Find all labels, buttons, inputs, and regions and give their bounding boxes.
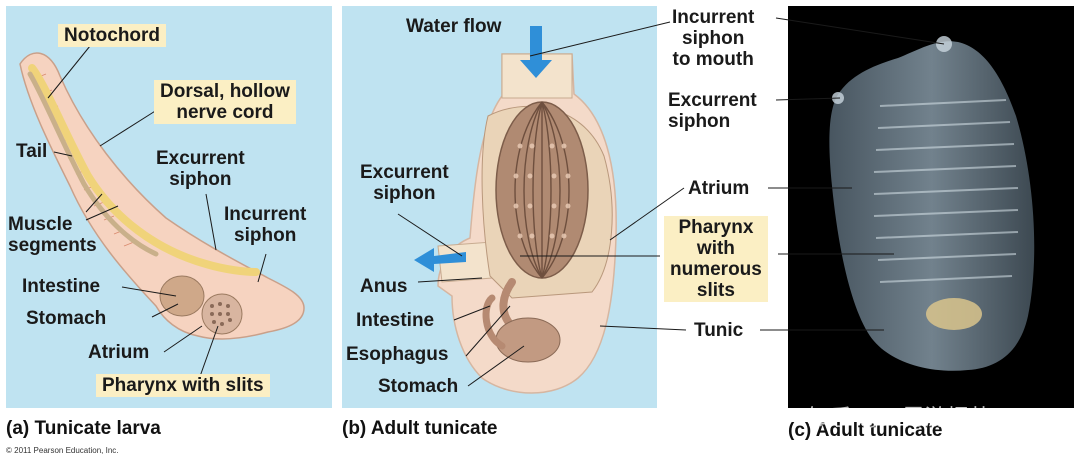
larva-illustration bbox=[19, 45, 305, 383]
label-excurrent-siphon-a: Excurrent siphon bbox=[156, 148, 245, 190]
photo-gut bbox=[926, 298, 982, 330]
photo-excurrent-siphon bbox=[832, 92, 844, 104]
pharynx-slits bbox=[210, 302, 232, 326]
label-excurrent-siphon-shared: Excurrent siphon bbox=[668, 90, 757, 132]
label-tunic: Tunic bbox=[694, 320, 744, 341]
label-anus: Anus bbox=[360, 276, 408, 297]
caption-c: (c) Adult tunicate bbox=[788, 420, 943, 441]
larva-stomach bbox=[159, 275, 205, 317]
label-nerve-cord: Dorsal, hollow nerve cord bbox=[154, 80, 296, 124]
leader-lines-a bbox=[47, 45, 267, 383]
label-intestine-b: Intestine bbox=[356, 310, 435, 331]
label-atrium-a: Atrium bbox=[88, 342, 150, 363]
copyright: © 2011 Pearson Education, Inc. bbox=[6, 446, 119, 455]
caption-a: (a) Tunicate larva bbox=[6, 418, 161, 439]
label-muscle-segments: Muscle segments bbox=[8, 214, 97, 256]
esophagus-b bbox=[499, 278, 516, 328]
label-atrium-shared: Atrium bbox=[688, 178, 750, 199]
stomach-b bbox=[495, 317, 561, 363]
label-water-flow: Water flow bbox=[406, 16, 502, 37]
tunicate-photo bbox=[829, 36, 1035, 371]
photo-incurrent-siphon bbox=[936, 36, 952, 52]
label-intestine-a: Intestine bbox=[22, 276, 101, 297]
nerve-cord bbox=[28, 64, 260, 276]
panel-tunicate-larva: Notochord Dorsal, hollow nerve cord Tail… bbox=[6, 6, 332, 408]
intestine-b bbox=[482, 294, 506, 350]
label-incurrent-siphon-a: Incurrent siphon bbox=[224, 204, 307, 246]
photo-pharynx-bands bbox=[873, 99, 1019, 283]
watermark: 知乎 @云霄游烟茶 bbox=[808, 405, 991, 430]
caption-b: (b) Adult tunicate bbox=[342, 418, 498, 439]
pharynx-b-bars bbox=[514, 101, 570, 279]
notochord bbox=[27, 71, 159, 257]
label-stomach-a: Stomach bbox=[26, 308, 107, 329]
label-pharynx-numerous-slits: Pharynx with numerous slits bbox=[664, 216, 768, 302]
label-esophagus: Esophagus bbox=[346, 344, 449, 365]
label-excurrent-siphon-b: Excurrent siphon bbox=[360, 162, 449, 204]
adult-tunicate-illustration bbox=[397, 26, 617, 394]
label-stomach-b: Stomach bbox=[378, 376, 459, 397]
panel-adult-tunicate-diagram: Water flow Excurrent siphon Anus Intesti… bbox=[342, 6, 657, 408]
label-tail: Tail bbox=[16, 141, 48, 162]
pharynx-b-slits bbox=[513, 143, 571, 239]
label-notochord: Notochord bbox=[58, 24, 167, 47]
label-pharynx-slits-a: Pharynx with slits bbox=[96, 374, 270, 397]
leader-lines-b bbox=[397, 213, 525, 387]
label-incurrent-siphon-to-mouth: Incurrent siphon to mouth bbox=[672, 7, 755, 70]
panel-adult-tunicate-photo bbox=[788, 6, 1074, 408]
